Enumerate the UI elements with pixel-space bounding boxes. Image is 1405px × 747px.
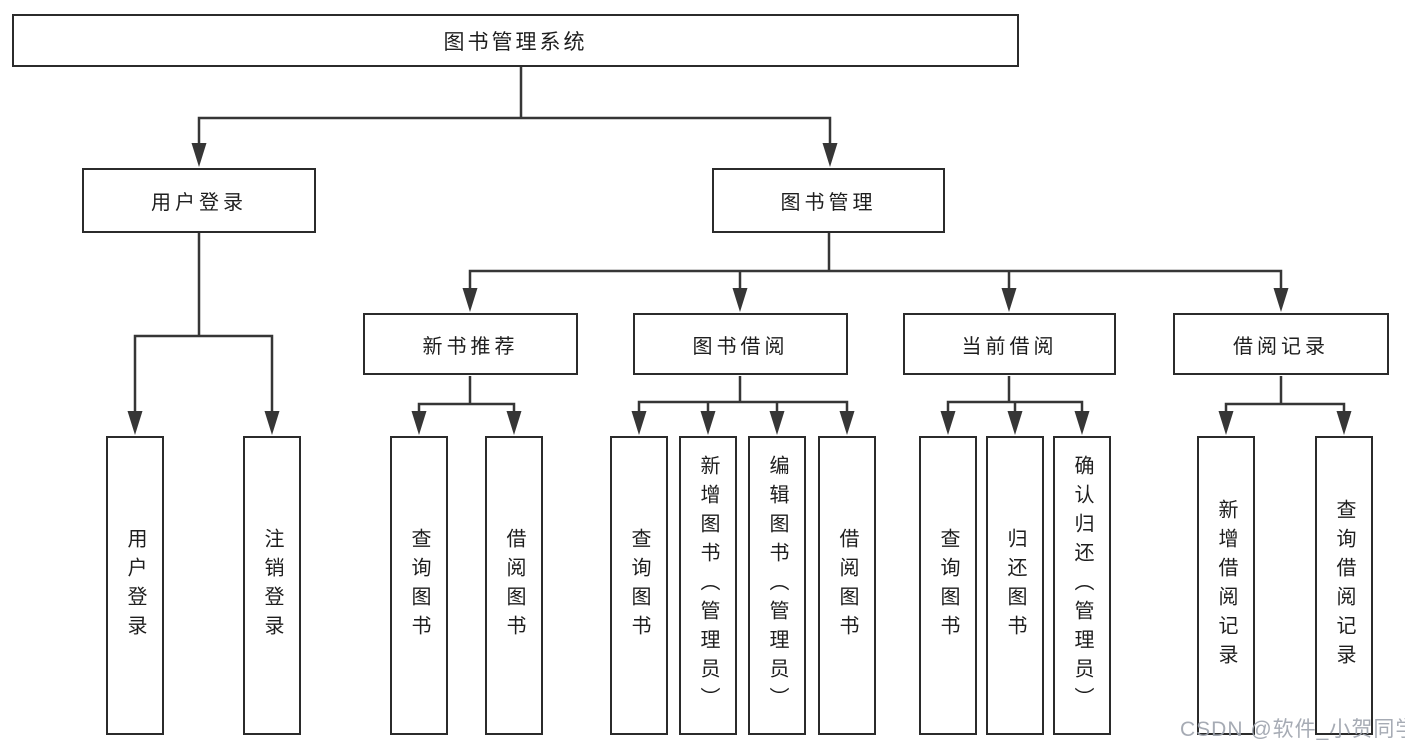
node-user-login: 用户登录: [82, 168, 316, 233]
leaf-query-books-recommend: 查询图书: [390, 436, 448, 735]
node-book-management: 图书管理: [712, 168, 945, 233]
node-label: 借阅记录: [1233, 335, 1329, 358]
arrowheads: [127, 143, 1352, 435]
node-label: 图书管理系统: [443, 30, 588, 54]
leaf-label: 借阅图书: [503, 527, 525, 644]
leaf-label: 新增借阅记录: [1215, 498, 1237, 673]
leaf-logout: 注销登录: [243, 436, 301, 735]
node-borrowing-records: 借阅记录: [1173, 313, 1389, 375]
node-label: 当前借阅: [961, 335, 1058, 358]
leaf-label: 查询借阅记录: [1333, 498, 1355, 673]
leaf-label: 查询图书: [937, 527, 959, 644]
wire-book-mgmt: [468, 233, 1283, 288]
leaf-label: 归还图书: [1004, 527, 1026, 644]
node-current-borrowing: 当前借阅: [903, 313, 1116, 375]
node-label: 图书管理: [780, 192, 877, 214]
node-label: 用户登录: [151, 192, 247, 214]
node-new-book-recommendation: 新书推荐: [363, 313, 578, 375]
node-label: 新书推荐: [422, 335, 519, 358]
leaf-label: 确认归还（管理员）: [1071, 455, 1093, 716]
leaf-query-borrow-record: 查询借阅记录: [1315, 436, 1373, 735]
leaf-borrow-books: 借阅图书: [818, 436, 876, 735]
leaf-confirm-return-admin: 确认归还（管理员）: [1053, 436, 1111, 735]
wire-records: [1224, 376, 1346, 411]
leaf-label: 用户登录: [124, 527, 146, 644]
leaf-label: 查询图书: [628, 527, 650, 644]
wire-root: [197, 67, 832, 143]
leaf-label: 借阅图书: [836, 527, 858, 644]
leaf-query-books-borrow: 查询图书: [610, 436, 668, 735]
wire-current: [946, 376, 1084, 411]
leaf-return-books: 归还图书: [986, 436, 1044, 735]
leaf-label: 注销登录: [261, 527, 283, 644]
node-label: 图书借阅: [692, 335, 789, 358]
leaf-add-book-admin: 新增图书（管理员）: [679, 436, 737, 735]
node-library-management-system: 图书管理系统: [12, 14, 1019, 67]
leaf-user-login: 用户登录: [106, 436, 164, 735]
leaf-add-borrow-record: 新增借阅记录: [1197, 436, 1255, 735]
leaf-label: 查询图书: [408, 527, 430, 644]
leaf-query-books-current: 查询图书: [919, 436, 977, 735]
watermark-text: CSDN @软件_小贺同学: [1180, 718, 1405, 741]
leaf-label: 新增图书（管理员）: [697, 455, 719, 716]
leaf-label: 编辑图书（管理员）: [766, 455, 788, 716]
wire-borrow: [637, 376, 849, 411]
node-book-borrowing: 图书借阅: [633, 313, 848, 375]
wire-user-login: [133, 233, 274, 411]
wire-recommend: [417, 376, 516, 411]
leaf-edit-book-admin: 编辑图书（管理员）: [748, 436, 806, 735]
leaf-borrow-books-recommend: 借阅图书: [485, 436, 543, 735]
